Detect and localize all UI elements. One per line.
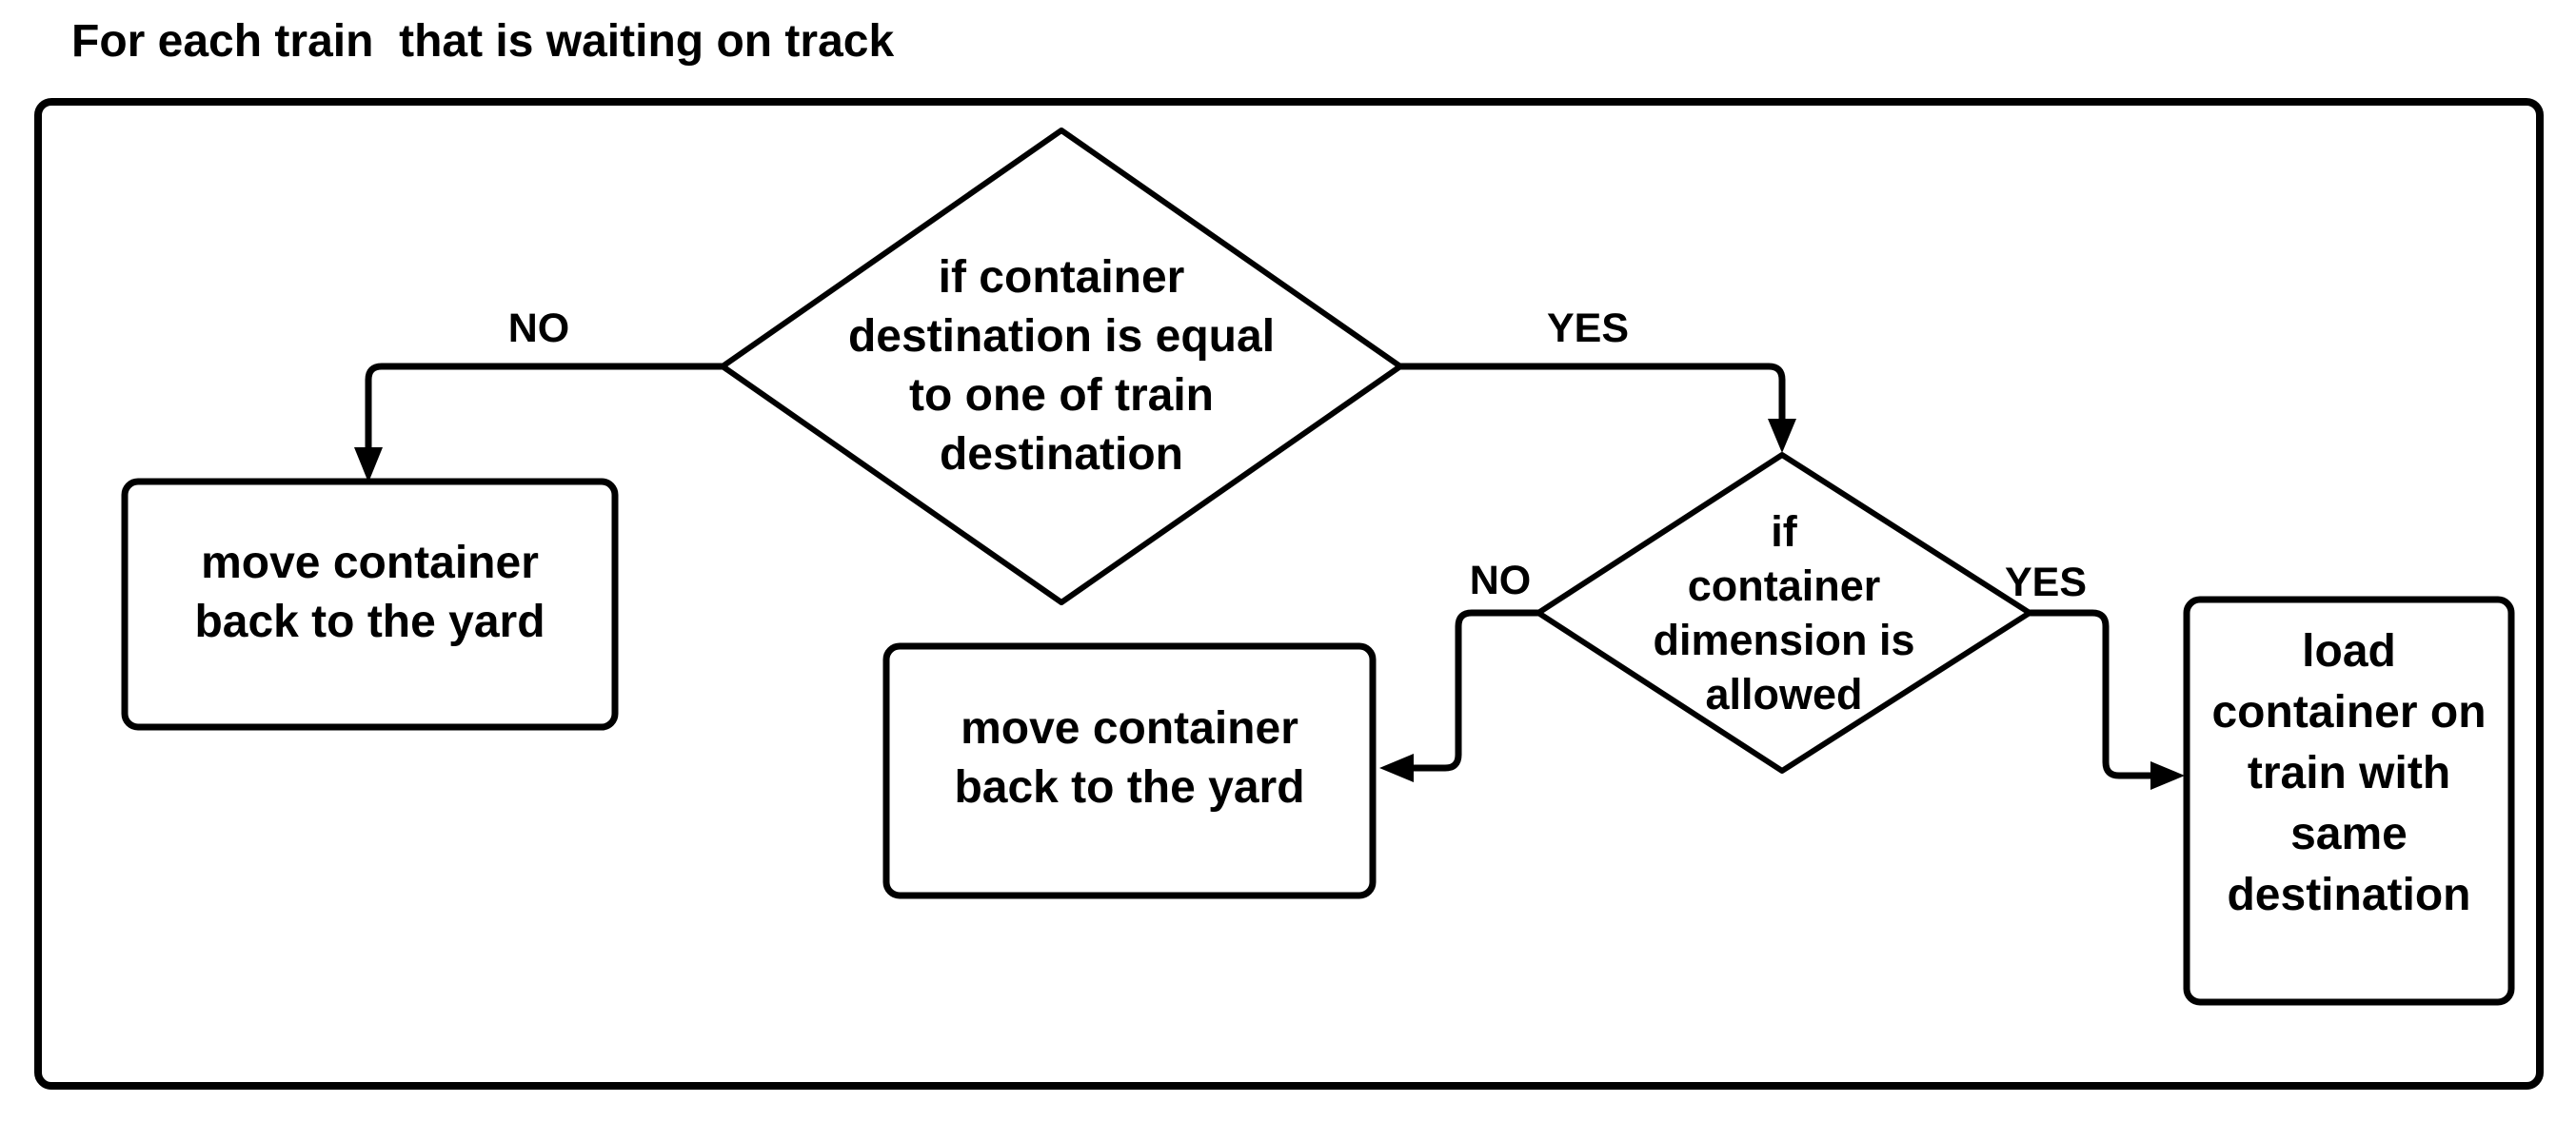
decision1-yes-branch-label: YES (1546, 305, 1630, 351)
action-decision2-no-rect (882, 642, 1377, 899)
loop-frame (34, 98, 2544, 1090)
action-decision2-no-label: move container back to the yard (954, 703, 1305, 813)
decision1-yes-arrowhead (1768, 419, 1796, 453)
action-decision2-yes-label: load container on train with same destin… (2211, 625, 2487, 920)
decision1-diamond (720, 128, 1403, 605)
decision2-label: if container dimension is allowed (1653, 507, 1915, 718)
decision1-yes-connector (1400, 363, 1786, 421)
decision1-no-connector (365, 363, 723, 449)
decision1-label: if container destination is equal to one… (847, 252, 1276, 480)
decision2-no-arrowhead (1379, 754, 1414, 782)
action-decision1-no-rect (121, 478, 619, 731)
decision2-no-branch-label: NO (1469, 557, 1532, 603)
decision2-yes-branch-label: YES (2004, 559, 2088, 605)
page-title: For each train that is waiting on track (71, 16, 895, 67)
decision2-diamond (1536, 452, 2032, 774)
decision2-yes-connector (2030, 609, 2151, 779)
decision2-no-connector (1413, 609, 1538, 772)
action-decision2-yes-rect (2183, 596, 2515, 1006)
decision1-no-arrowhead (354, 447, 383, 482)
decision1-no-branch-label: NO (507, 305, 570, 351)
decision2-yes-arrowhead (2150, 761, 2185, 790)
action-decision1-no-label: move container back to the yard (194, 538, 545, 647)
